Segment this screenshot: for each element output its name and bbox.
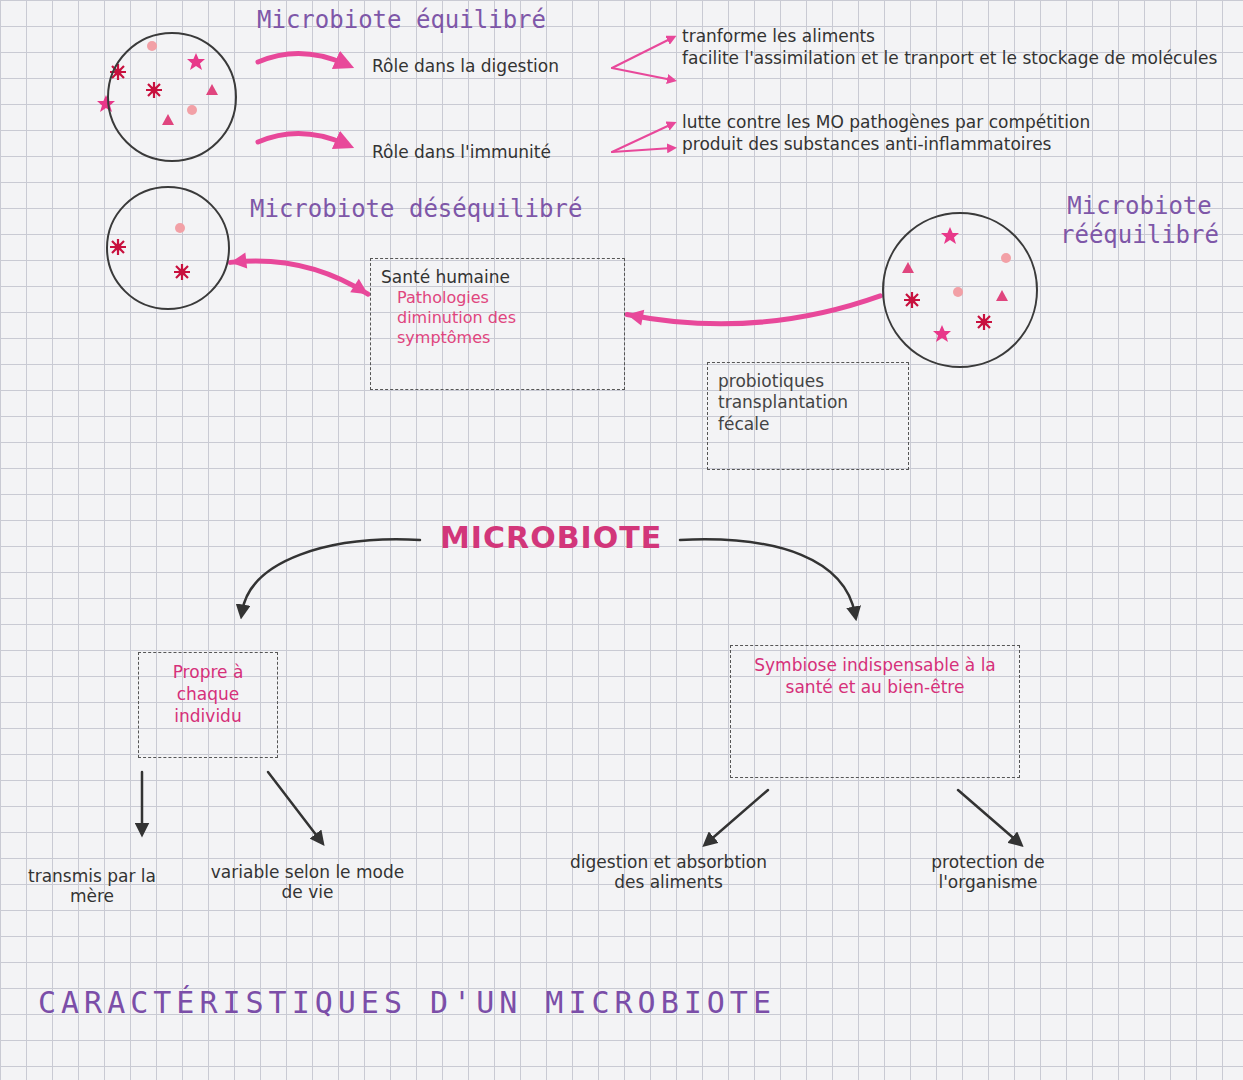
diagram-title: CARACTÉRISTIQUES D'UN MICROBIOTE (38, 985, 776, 1020)
node-text: Santé humaine (381, 267, 614, 288)
bacteria-symbol (904, 292, 920, 308)
bacteria-symbol (206, 84, 218, 95)
dashed-box: Symbiose indispensable à la santé et au … (730, 645, 1020, 778)
curved-arrow (242, 539, 420, 612)
microbiote-circle: Microbiote rééquilibré (882, 212, 1038, 368)
node-text: Microbiote équilibré (257, 6, 546, 35)
note-text: digestion et absorbtion des aliments (566, 852, 771, 893)
node-text: Propre à chaque individu (149, 661, 267, 727)
node-text: probiotiques (718, 371, 898, 392)
node-text: Microbiote déséquilibré (250, 195, 582, 224)
note-text: lutte contre les MO pathogènes par compé… (682, 112, 1232, 132)
bacteria-symbol (976, 314, 992, 330)
bacteria-symbol (146, 82, 162, 98)
node-text: Microbiote rééquilibré (1042, 192, 1237, 250)
bacteria-group (110, 223, 190, 280)
straight-arrow (141, 772, 144, 830)
role-label: Rôle dans la digestion (372, 56, 559, 76)
bacteria-symbol (187, 105, 197, 115)
bacteria-symbol (941, 227, 959, 244)
microbiote-circle: Microbiote déséquilibré (106, 186, 230, 310)
connector-line (230, 261, 368, 294)
note-text: produit des substances anti-inflammatoir… (682, 134, 1232, 154)
central-word: MICROBIOTE (440, 520, 662, 556)
bacteria-symbol (953, 287, 963, 297)
connector (230, 253, 368, 295)
bracket-arrow (612, 124, 672, 152)
bacteria-symbol (996, 290, 1008, 301)
straight-arrow (268, 772, 320, 840)
bacteria-symbol (902, 262, 914, 273)
curved-arrow (258, 133, 345, 144)
bacteria-symbol (97, 95, 115, 112)
arrow-head (230, 253, 247, 269)
pink-arrows (258, 38, 672, 152)
bacteria-symbol (174, 264, 190, 280)
role-label: Rôle dans l'immunité (372, 142, 551, 162)
node-text: Symbiose indispensable à la santé et au … (741, 654, 1009, 698)
connector-line (627, 296, 880, 324)
bacteria-symbol (162, 114, 174, 125)
connector (627, 296, 880, 326)
microbiote-circle: Microbiote équilibré (107, 32, 237, 162)
bracket-arrow (612, 68, 672, 80)
bacteria-symbol (933, 325, 951, 342)
bacteria-symbol (110, 64, 126, 80)
note-text: transmis par la mère (22, 866, 162, 907)
note-text: facilite l'assimilation et le tranport e… (682, 48, 1232, 68)
bacteria-symbol (175, 223, 185, 233)
bracket-arrow (612, 148, 672, 152)
bacteria-group (902, 227, 1011, 342)
node-text: Pathologies (381, 288, 614, 308)
arrow-head (627, 310, 644, 326)
dashed-box: Propre à chaque individu (138, 652, 278, 758)
bacteria-symbol (1001, 253, 1011, 263)
node-text: transplantation fécale (718, 392, 898, 435)
curved-arrow (258, 53, 345, 64)
arrow-head (350, 279, 368, 294)
straight-arrow (708, 790, 768, 842)
bacteria-symbol (147, 41, 157, 51)
dashed-box: probiotiquestransplantation fécale (707, 362, 909, 470)
note-text: variable selon le mode de vie (200, 862, 415, 903)
bacteria-group (97, 41, 218, 125)
curved-arrow (680, 539, 855, 614)
note-text: protection de l'organisme (893, 852, 1083, 893)
straight-arrow (958, 790, 1018, 842)
note-text: tranforme les aliments (682, 26, 1232, 46)
bracket-arrow (612, 38, 672, 68)
dark-arrows (142, 539, 1018, 842)
bacteria-symbol (110, 239, 126, 255)
node-text: diminution des symptômes (381, 308, 614, 348)
dashed-box: Santé humainePathologiesdiminution des s… (370, 258, 625, 390)
bacteria-symbol (187, 53, 205, 70)
